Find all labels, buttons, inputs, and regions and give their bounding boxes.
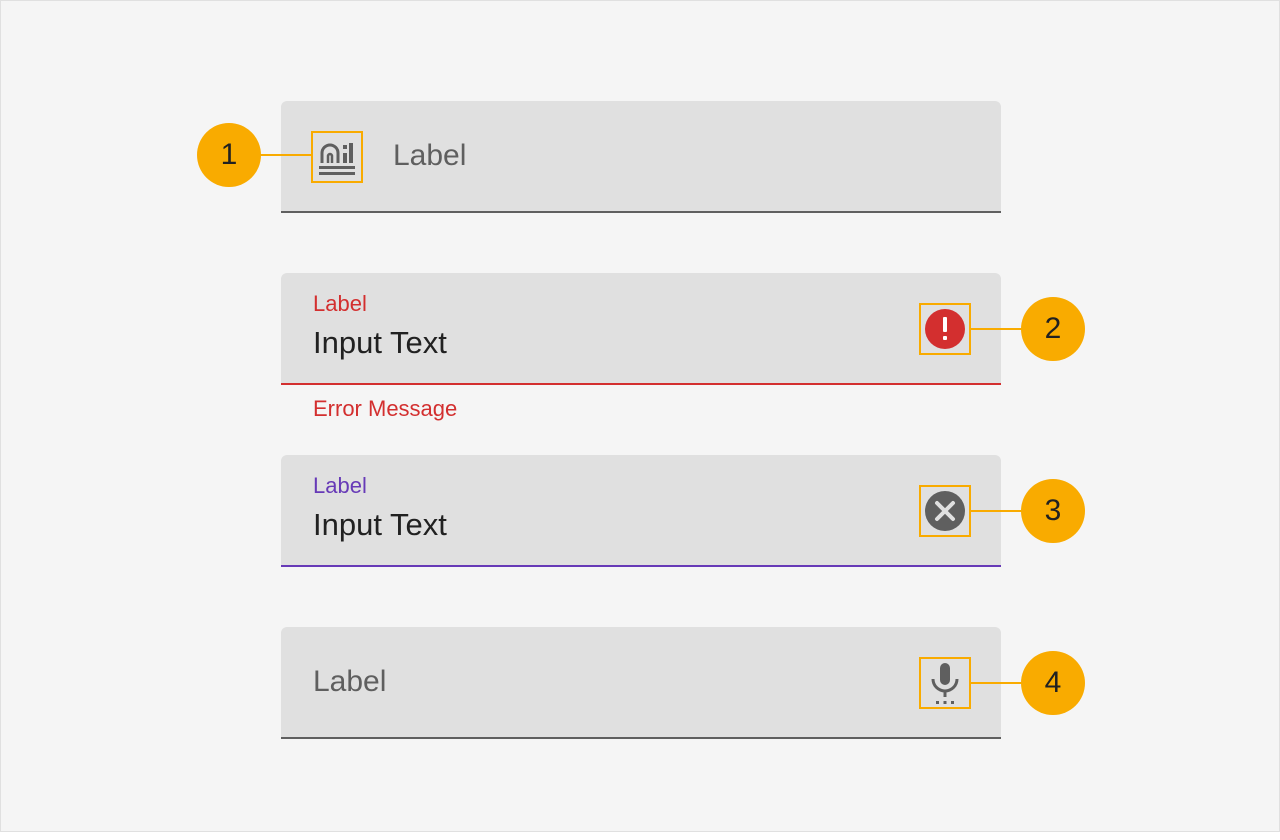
error-icon-highlight bbox=[919, 303, 971, 355]
clear-icon-highlight bbox=[919, 485, 971, 537]
input-text[interactable]: Input Text bbox=[313, 507, 447, 542]
error-icon bbox=[925, 309, 965, 349]
error-message: Error Message bbox=[313, 396, 458, 421]
text-field-error[interactable]: Label Input Text bbox=[281, 273, 1001, 385]
callout-line-3 bbox=[971, 510, 1025, 512]
text-field-trailing-icon[interactable]: Label bbox=[281, 627, 1001, 739]
callout-badge-4: 4 bbox=[1021, 651, 1085, 715]
callout-line-2 bbox=[971, 328, 1025, 330]
field-label: Label bbox=[313, 291, 367, 316]
callout-badge-1: 1 bbox=[197, 123, 261, 187]
field-label: Label bbox=[393, 139, 467, 172]
field-label: Label bbox=[313, 665, 387, 698]
leading-icon-highlight bbox=[311, 131, 363, 183]
mic-icon[interactable] bbox=[921, 659, 969, 707]
text-field-focused[interactable]: Label Input Text bbox=[281, 455, 1001, 567]
mic-icon-highlight bbox=[919, 657, 971, 709]
clear-icon[interactable] bbox=[921, 487, 969, 535]
text-field-leading-icon[interactable]: Label bbox=[281, 101, 1001, 213]
input-text[interactable]: Input Text bbox=[313, 325, 447, 360]
callout-badge-2: 2 bbox=[1021, 297, 1085, 361]
field-label: Label bbox=[313, 473, 367, 498]
callout-line-1 bbox=[257, 154, 313, 156]
callout-badge-3: 3 bbox=[1021, 479, 1085, 543]
leading-icon[interactable] bbox=[313, 133, 361, 181]
callout-line-4 bbox=[971, 682, 1025, 684]
